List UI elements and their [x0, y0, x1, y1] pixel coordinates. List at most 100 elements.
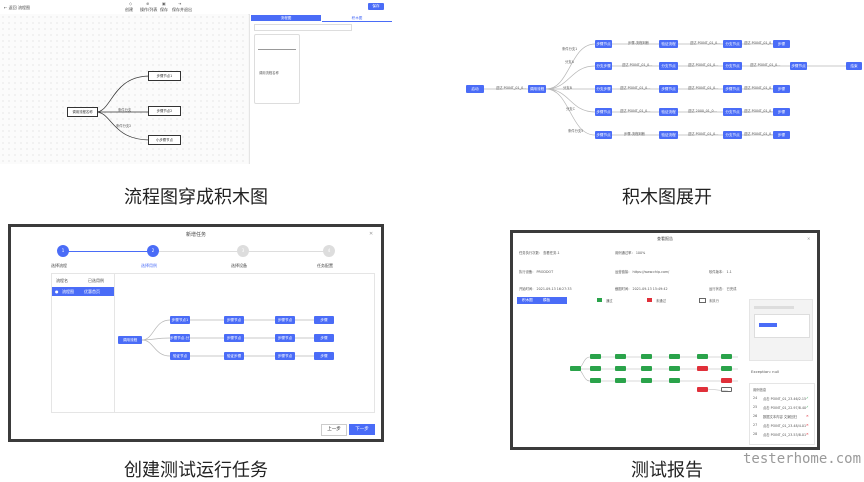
block-node[interactable]: 步骤节点 [595, 131, 612, 139]
report-node-pass[interactable] [570, 366, 581, 371]
report-node-pass[interactable] [590, 366, 601, 371]
report-node-fail[interactable] [721, 378, 732, 383]
block-node[interactable]: 步骤节点 [659, 85, 678, 93]
next-button[interactable]: 下一步 [349, 424, 375, 435]
tab-flowchart[interactable]: 流程图 [251, 15, 321, 21]
task-node[interactable]: 步骤 [314, 316, 334, 324]
selected-flow-item[interactable]: ● 流程图 优惠首页 [52, 287, 114, 296]
report-node-fail[interactable] [697, 387, 708, 392]
search-input[interactable] [254, 24, 352, 31]
report-node-pass[interactable] [615, 378, 626, 383]
report-title: 查看报告 [657, 236, 673, 241]
prev-button[interactable]: 上一步 [321, 424, 347, 436]
report-node-pass[interactable] [641, 366, 652, 371]
block-node[interactable]: 验证流程 [659, 131, 678, 139]
report-node-pass[interactable] [697, 354, 708, 359]
screenshot-button [759, 323, 777, 327]
block-node[interactable]: 分支节点 [723, 108, 742, 116]
report-node-fail[interactable] [697, 366, 708, 371]
block-end[interactable]: 步骤 [773, 85, 790, 93]
tab-blocks[interactable]: 积木图 模板 [517, 297, 567, 304]
block-extra[interactable]: 结束 [846, 62, 862, 70]
block-node[interactable]: 分支节点 [723, 62, 742, 70]
task-node[interactable]: 验证节点 [170, 352, 190, 360]
tab-selected-cases[interactable]: 已选用例 [88, 278, 104, 283]
flow-node-3[interactable]: 小步骤节点 [148, 135, 181, 145]
task-node[interactable]: 步骤 [314, 334, 334, 342]
block-node[interactable]: 分支节点 [723, 40, 742, 48]
step-4[interactable]: 4 [323, 245, 335, 257]
toolbar-create[interactable]: 创建 [125, 7, 133, 12]
task-node[interactable]: 步骤节点 [275, 352, 295, 360]
report-node-pass[interactable] [641, 378, 652, 383]
flow-start-node[interactable]: 调用流程名称 [67, 107, 98, 117]
step-3[interactable]: 3 [237, 245, 249, 257]
canvas-grid[interactable]: 调用流程名称 步骤节点1 步骤节点2 小步骤节点 条件分支 条件分支2 [0, 14, 248, 164]
block-node[interactable]: 步骤节点 [595, 40, 612, 48]
block-node[interactable]: 分支步骤 [595, 85, 612, 93]
step-2[interactable]: 2 [147, 245, 159, 257]
close-icon[interactable]: ✕ [807, 236, 811, 241]
task-node[interactable]: 步骤 [314, 352, 334, 360]
block-root[interactable]: 启动 [466, 85, 484, 93]
block-node[interactable]: 分支节点 [723, 131, 742, 139]
edge-label: 送达 POINT_01_0... [744, 41, 775, 45]
edge-label: 送达 POINT_01_0... [496, 86, 527, 90]
step-1[interactable]: 1 [57, 245, 69, 257]
toolbar-operate[interactable]: 操作/列表 [140, 7, 158, 12]
toolbar-save-exit[interactable]: 保存并退出 [172, 7, 192, 12]
case-text[interactable]: 数据文本内容 文案回归 [763, 415, 798, 419]
step-1-label: 选择流程 [51, 263, 67, 268]
fail-icon: ✕ [806, 423, 809, 427]
block-node[interactable]: 分支节点 [659, 62, 678, 70]
task-node[interactable]: 步骤节点 [224, 316, 244, 324]
report-node-pass[interactable] [669, 354, 680, 359]
block-node[interactable]: 步骤节点 [723, 85, 742, 93]
task-node[interactable]: 步骤节点 [224, 334, 244, 342]
task-node[interactable]: 步骤节点1 [170, 316, 190, 324]
report-node-pass[interactable] [721, 354, 732, 359]
task-node[interactable]: 步骤节点-分支 [170, 334, 190, 342]
back-link[interactable]: ← 返回 [4, 5, 17, 10]
legend-fail-swatch [647, 298, 652, 302]
report-node-pass[interactable] [590, 354, 601, 359]
block-end[interactable]: 步骤 [773, 131, 790, 139]
block-node[interactable]: 分支步骤 [595, 62, 612, 70]
report-node-pass[interactable] [721, 366, 732, 371]
report-node-pass[interactable] [669, 366, 680, 371]
task-node[interactable]: 步骤节点 [275, 334, 295, 342]
case-text[interactable]: 点击 POINT_01_23.48/4.01 [763, 424, 807, 428]
case-text[interactable]: 点击 POINT_01_23.53/8.01 [763, 433, 807, 437]
screenshot-preview[interactable] [749, 299, 813, 361]
case-text[interactable]: 点击 POINT_01_23.46/2.15 [763, 397, 807, 401]
report-node-pass[interactable] [590, 378, 601, 383]
block-node[interactable]: 步骤节点 [595, 108, 612, 116]
preview-card[interactable]: 调用流程名称 [254, 34, 300, 104]
report-node-skip[interactable] [721, 387, 732, 392]
task-start-node[interactable]: 调用流程 [118, 336, 142, 344]
task-node[interactable]: 步骤节点 [275, 316, 295, 324]
flow-node-2[interactable]: 步骤节点2 [148, 106, 181, 116]
close-icon[interactable]: ✕ [369, 231, 374, 237]
task-node[interactable]: 验证步骤 [224, 352, 244, 360]
tab-blocks[interactable]: 积木图 [322, 15, 392, 22]
block-end[interactable]: 步骤 [773, 40, 790, 48]
flow-node-1[interactable]: 步骤节点1 [148, 71, 181, 81]
report-node-pass[interactable] [615, 354, 626, 359]
case-text[interactable]: 点击 POINT_01_22.97/8.40 [763, 406, 807, 410]
flowchart-editor-panel: ← 返回 流程图 创建 操作/列表 保存 保存并退出 ◇ ⊕ ▣ ⇥ 保存 调用… [0, 0, 392, 164]
block-end[interactable]: 步骤节点 [790, 62, 807, 70]
branch-label: 分支B [563, 86, 572, 90]
left-panel: 流程名 已选用例 ● 流程图 优惠首页 [52, 274, 115, 412]
block-node[interactable]: 验证流程 [659, 108, 678, 116]
report-node-pass[interactable] [669, 378, 680, 383]
tab-flow-name[interactable]: 流程名 [56, 278, 68, 283]
save-button[interactable]: 保存 [368, 3, 384, 10]
caption-2: 积木图展开 [622, 187, 712, 208]
block-node[interactable]: 验证流程 [659, 40, 678, 48]
block-hub[interactable]: 调用流程 [528, 85, 546, 93]
report-node-pass[interactable] [615, 366, 626, 371]
report-node-pass[interactable] [641, 354, 652, 359]
toolbar-save[interactable]: 保存 [160, 7, 168, 12]
block-end[interactable]: 步骤 [773, 108, 790, 116]
